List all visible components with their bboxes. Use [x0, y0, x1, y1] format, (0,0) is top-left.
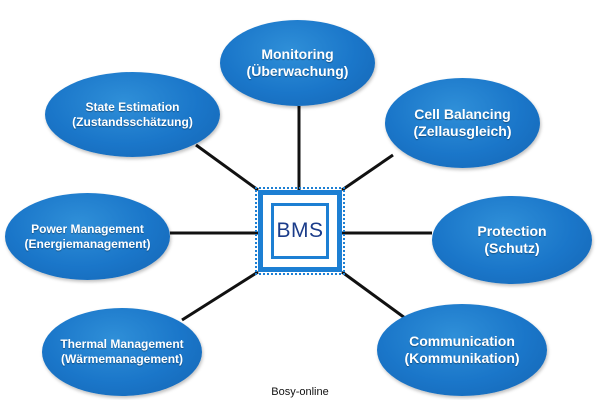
- node-state-estimation-subtitle: (Zustandsschätzung): [72, 114, 193, 129]
- node-communication: Communication (Kommunikation): [377, 304, 547, 396]
- connector-comm: [341, 270, 406, 320]
- node-power-management: Power Management (Energiemanagement): [5, 193, 170, 280]
- node-power-management-subtitle: (Energiemanagement): [24, 236, 151, 251]
- node-thermal-management: Thermal Management (Wärmemanagement): [42, 308, 202, 396]
- node-thermal-management-title: Thermal Management: [60, 337, 184, 351]
- node-state-estimation: State Estimation (Zustandsschätzung): [45, 72, 220, 157]
- node-cell-balancing: Cell Balancing (Zellausgleich): [385, 78, 540, 168]
- node-state-estimation-title: State Estimation: [85, 99, 180, 114]
- bms-label: BMS: [271, 203, 329, 259]
- node-monitoring-subtitle: (Überwachung): [246, 63, 349, 79]
- node-communication-subtitle: (Kommunikation): [404, 350, 520, 366]
- connector-state: [195, 143, 259, 192]
- source-credit: Bosy-online: [271, 386, 329, 398]
- node-cell-balancing-title: Cell Balancing: [414, 105, 511, 122]
- node-monitoring-title: Monitoring: [261, 45, 334, 62]
- node-protection-subtitle: (Schutz): [484, 240, 540, 256]
- node-monitoring: Monitoring (Überwachung): [220, 20, 375, 106]
- node-cell-balancing-subtitle: (Zellausgleich): [413, 123, 512, 139]
- connector-cell: [341, 153, 394, 192]
- node-protection-title: Protection: [477, 222, 547, 239]
- node-power-management-title: Power Management: [31, 221, 144, 236]
- bms-chip: BMS: [255, 187, 345, 275]
- node-communication-title: Communication: [409, 332, 515, 349]
- connector-thermal: [181, 270, 259, 322]
- node-protection: Protection (Schutz): [432, 196, 592, 284]
- node-thermal-management-subtitle: (Wärmemanagement): [60, 352, 184, 366]
